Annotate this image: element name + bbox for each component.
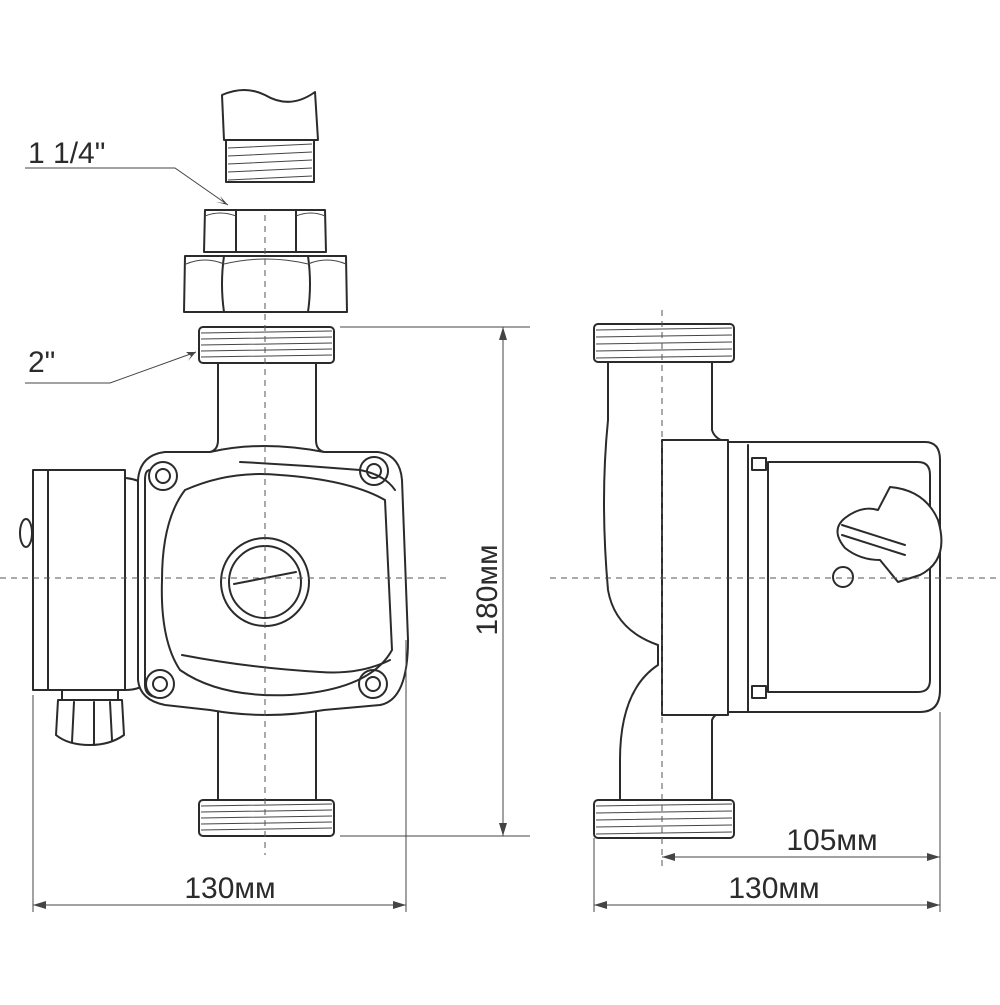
dim-side-width: 130мм xyxy=(593,838,940,912)
side-top-thread xyxy=(593,323,735,363)
lower-neck xyxy=(217,711,317,801)
side-depth-label: 105мм xyxy=(786,824,877,857)
dim-side-depth: 105мм xyxy=(662,712,941,912)
inlet-thread-label: 1 1/4" xyxy=(28,137,105,170)
height-label: 180мм xyxy=(471,544,504,635)
side-width-label: 130мм xyxy=(728,872,819,905)
front-width-label: 130мм xyxy=(184,872,275,905)
dim-height: 180мм xyxy=(340,326,530,837)
bottom-port-thread xyxy=(198,799,335,837)
cable-gland xyxy=(55,689,125,746)
threaded-adapter xyxy=(221,89,319,183)
dim-front-width: 130мм xyxy=(32,640,407,912)
terminal-box xyxy=(19,469,151,691)
side-view xyxy=(550,310,1000,870)
upper-neck xyxy=(209,362,325,453)
body-thread-label: 2" xyxy=(28,346,55,379)
callout-inlet: 1 1/4" xyxy=(25,137,229,206)
side-bottom-thread xyxy=(593,799,735,839)
callout-body: 2" xyxy=(25,346,197,384)
pump-housing xyxy=(137,445,409,716)
top-port-thread xyxy=(198,326,335,364)
front-view xyxy=(0,89,450,855)
